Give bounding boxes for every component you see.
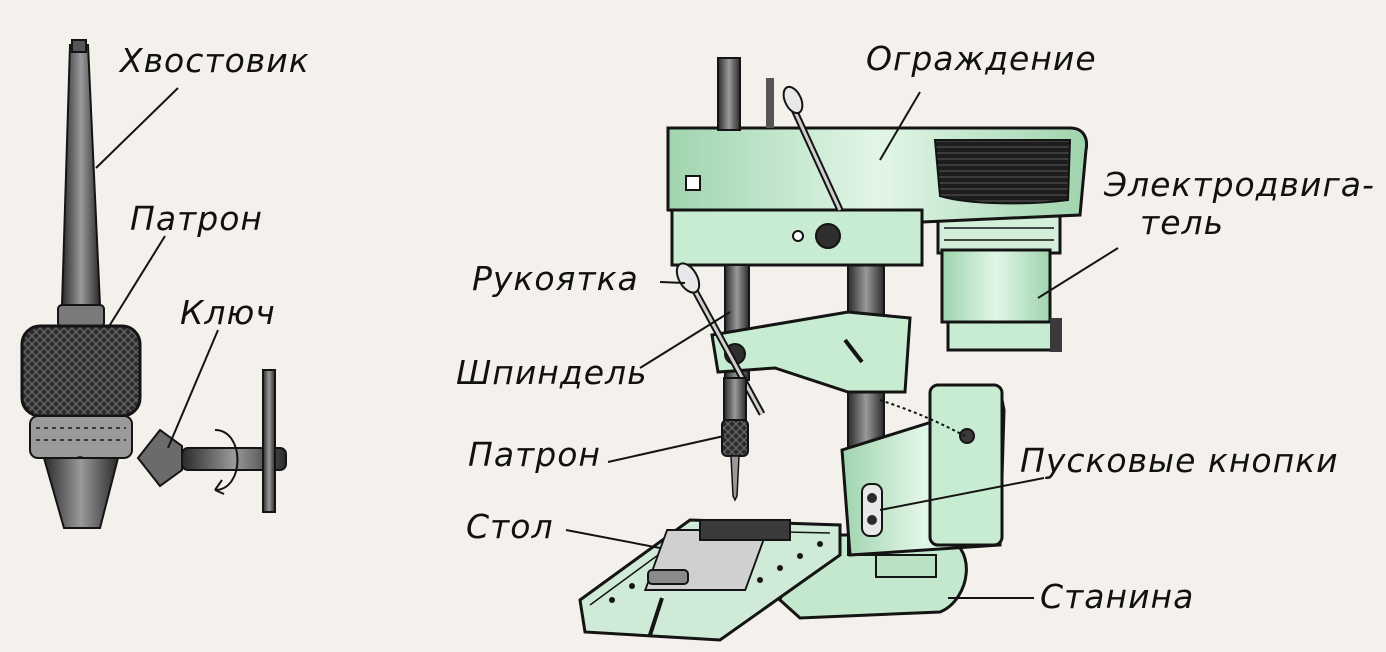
label-chuck-left: Патрон [130, 199, 263, 238]
label-motor-line1: Электродвига- [1104, 165, 1375, 204]
label-motor-line2: тель [1140, 203, 1225, 242]
shank-taper [60, 44, 102, 306]
leader-table [565, 529, 661, 549]
leader-guard [879, 91, 921, 161]
guard-grille [933, 139, 1072, 205]
feed-handle [675, 262, 766, 416]
leader-key [167, 329, 219, 449]
start-button [867, 493, 877, 503]
chuck-gear-ring [29, 415, 133, 459]
label-frame: Станина [1040, 577, 1195, 616]
drill-bit [730, 455, 740, 502]
label-shank: Хвостовик [120, 41, 310, 80]
label-start-buttons: Пусковые кнопки [1020, 441, 1339, 480]
spindle-arm [710, 310, 912, 394]
leader-spindle [639, 311, 731, 369]
label-spindle: Шпиндель [456, 353, 648, 392]
leader-start-buttons [879, 477, 1045, 511]
label-table: Стол [466, 507, 554, 546]
spindle-top-rod [717, 57, 741, 131]
leader-handle [659, 281, 686, 284]
label-key: Ключ [180, 293, 276, 332]
electric-motor [936, 213, 1062, 352]
leader-lines [95, 87, 1119, 599]
stop-button [867, 515, 877, 525]
label-chuck-right: Патрон [468, 435, 601, 474]
chuck-key [136, 369, 287, 513]
leader-motor [1037, 247, 1119, 299]
leader-chuck-right [607, 435, 725, 463]
start-button-panel [861, 483, 883, 537]
drill-chuck-small [721, 419, 749, 457]
label-guard: Ограждение [866, 39, 1097, 78]
chuck-collar [57, 304, 105, 328]
drill-press [578, 57, 1089, 642]
leader-shank [95, 87, 179, 169]
chuck-knurled-sleeve [20, 324, 142, 418]
chuck-assembly-left [20, 39, 142, 529]
chuck-jaw-nose [42, 457, 120, 529]
label-handle: Рукоятка [472, 259, 639, 298]
leader-chuck-left [107, 235, 166, 329]
